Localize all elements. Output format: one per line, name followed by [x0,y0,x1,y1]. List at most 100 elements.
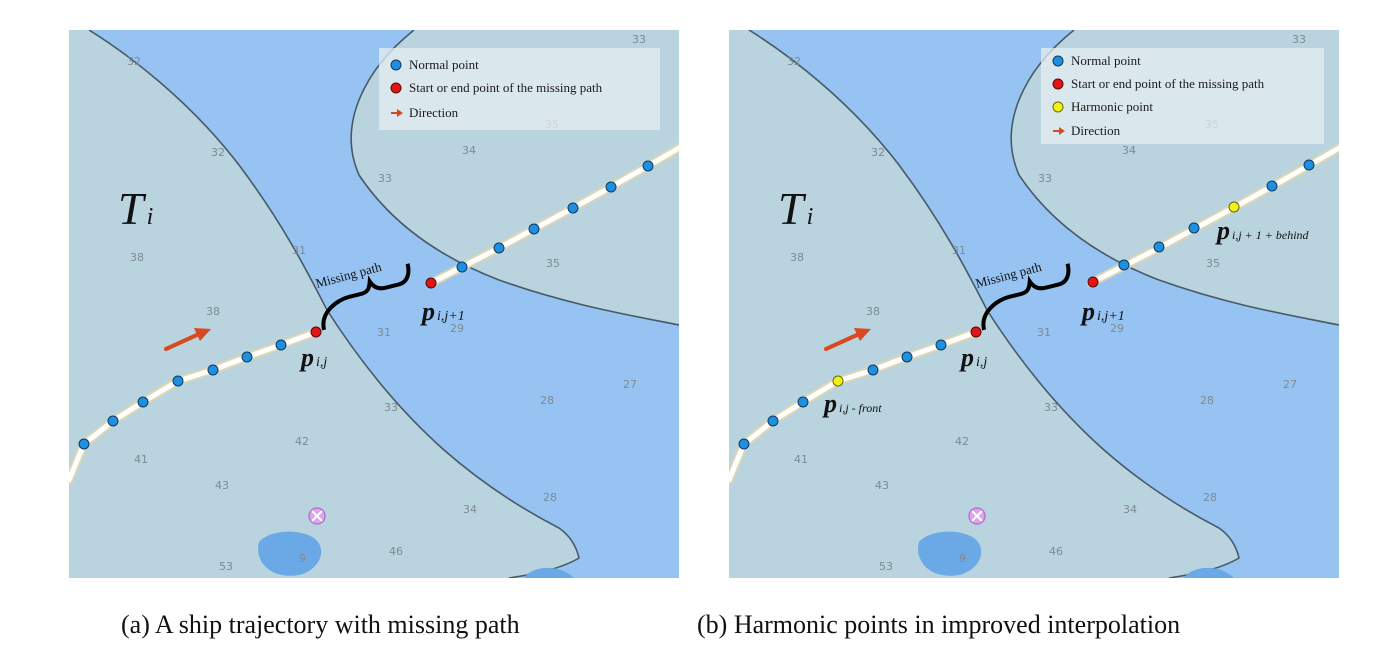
legend-endpoint-icon [1052,78,1064,90]
point-label-end-main: p [1080,297,1095,326]
depth-soundings: 33 32 32 33 34 35 31 38 38 31 35 29 27 2… [787,33,1306,573]
legend-direction-icon [391,109,403,117]
trajectory-points [738,159,1315,450]
normal-point [172,375,184,387]
point-label-front-sub: i,j - front [839,401,882,415]
depth-sounding: 33 [378,172,392,185]
depth-sounding: 9 [959,552,966,565]
depth-sounding: 31 [292,244,306,257]
legend-harmonic-point-icon [1052,101,1064,113]
legend-normal-point-icon [390,59,402,71]
depth-sounding: 34 [462,144,476,157]
normal-point [901,351,913,363]
coastline-northeast [1010,30,1339,326]
normal-point [935,339,947,351]
depth-sounding: 28 [1203,491,1217,504]
normal-point [1266,180,1278,192]
caption-a: (a) A ship trajectory with missing path [121,610,520,639]
depth-sounding: 32 [871,146,885,159]
normal-point [275,339,287,351]
land-area-main [729,30,1239,578]
map-panel-a: 33 32 32 33 34 35 31 38 38 31 35 29 27 2… [69,30,679,578]
harmonic-point-front [832,375,844,387]
depth-sounding: 34 [463,503,477,516]
normal-point [867,364,879,376]
depth-sounding: 41 [134,453,148,466]
missing-path-end-point [1087,276,1099,288]
depth-sounding: 41 [794,453,808,466]
legend-box [379,48,660,130]
legend-normal-point: Normal point [1071,53,1141,68]
normal-point [528,223,540,235]
legend-endpoint-icon [390,82,402,94]
depth-sounding: 38 [866,305,880,318]
depth-sounding: 27 [1283,378,1297,391]
chart-map-a: 33 32 32 33 34 35 31 38 38 31 35 29 27 2… [69,30,679,578]
normal-point [78,438,90,450]
point-label-front-main: p [822,389,837,418]
legend: Normal point Start or end point of the m… [1041,48,1324,144]
normal-point [107,415,119,427]
legend-direction: Direction [1071,123,1121,138]
depth-sounding: 33 [1292,33,1306,46]
coastline-northeast [350,30,679,326]
depth-sounding: 33 [1038,172,1052,185]
depth-sounding: 32 [787,55,801,68]
normal-point [567,202,579,214]
legend-normal-point-icon [1052,55,1064,67]
legend-direction-icon [1053,127,1065,135]
depth-sounding: 35 [1206,257,1220,270]
normal-point [137,396,149,408]
legend-harmonic-point: Harmonic point [1071,99,1153,114]
normal-point [1188,222,1200,234]
point-label-start-main: p [959,343,974,372]
point-label-end-main: p [420,297,435,326]
missing-path-start-point [970,326,982,338]
shoal-area-small [524,567,574,578]
depth-sounding: 42 [295,435,309,448]
normal-point [605,181,617,193]
depth-sounding: 33 [632,33,646,46]
legend-box [1041,48,1324,144]
trajectory-label-main: T [118,183,147,234]
map-panel-b: 33 32 32 33 34 35 31 38 38 31 35 29 27 2… [729,30,1339,578]
depth-sounding: 27 [623,378,637,391]
chart-map-b: 33 32 32 33 34 35 31 38 38 31 35 29 27 2… [729,30,1339,578]
point-label-end-sub: i,j+1 [1097,309,1125,324]
depth-sounding: 28 [543,491,557,504]
shoal-area [258,531,322,576]
point-label-behind-sub: i,j + 1 + behind [1232,228,1310,242]
point-label-start-sub: i,j [976,355,987,370]
shoal-area [918,531,982,576]
normal-point [207,364,219,376]
depth-sounding: 33 [384,401,398,414]
depth-sounding: 28 [540,394,554,407]
legend-endpoint: Start or end point of the missing path [409,80,603,95]
normal-point [1118,259,1130,271]
legend-normal-point: Normal point [409,57,479,72]
missing-path-end-point [425,277,437,289]
legend-direction: Direction [409,105,459,120]
missing-path-brace [981,263,1071,331]
coastline-main [748,30,1240,578]
depth-sounding: 9 [299,552,306,565]
point-label-start-sub: i,j [316,355,327,370]
normal-point [797,396,809,408]
depth-sounding: 34 [1123,503,1137,516]
depth-sounding: 38 [130,251,144,264]
shoal-area-small [1184,567,1234,578]
depth-sounding: 38 [790,251,804,264]
caption-b: (b) Harmonic points in improved interpol… [697,610,1181,639]
normal-point [1303,159,1315,171]
legend-endpoint: Start or end point of the missing path [1071,76,1265,91]
coastline-main [88,30,580,578]
depth-sounding: 33 [1044,401,1058,414]
